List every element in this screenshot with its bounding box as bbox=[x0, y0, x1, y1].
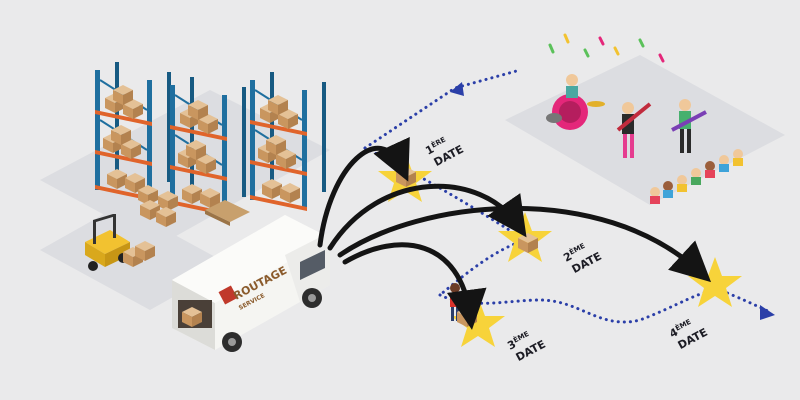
date-label-2-sup: ÈME bbox=[568, 241, 587, 257]
warehouse-floor bbox=[40, 90, 330, 245]
crowd-icon bbox=[650, 149, 743, 204]
forklift-icon bbox=[85, 214, 155, 271]
date-label-1: 1ÈRE DATE bbox=[423, 135, 466, 170]
confetti bbox=[548, 33, 665, 63]
pallet-icon bbox=[138, 185, 250, 227]
date-label-4: 4ÈME DATE bbox=[667, 317, 710, 352]
date-label-3-sup: ÈME bbox=[512, 329, 531, 345]
date-label-2: 2ÈME DATE bbox=[561, 241, 604, 276]
date-label-3: 3ÈME DATE bbox=[505, 329, 548, 364]
star-marker-icon bbox=[688, 257, 742, 307]
date-label-4-sup: ÈME bbox=[674, 317, 693, 333]
route-arrow-start bbox=[450, 82, 464, 96]
route-arrow-end bbox=[760, 305, 775, 320]
delivery-arrows bbox=[317, 136, 712, 330]
concert-stage-icon bbox=[546, 74, 707, 158]
delivery-truck-icon: ROUTAGE SERVICE bbox=[172, 215, 330, 352]
date-label-1-sup: ÈRE bbox=[430, 135, 448, 150]
concert-floor bbox=[505, 55, 785, 205]
